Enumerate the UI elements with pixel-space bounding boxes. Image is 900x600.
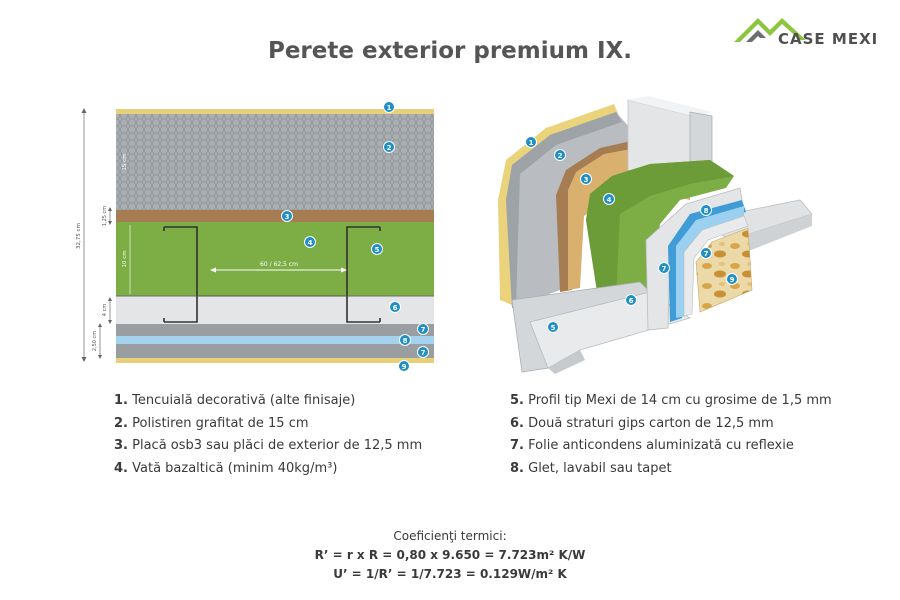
svg-text:6: 6 bbox=[393, 304, 398, 312]
cross-section: 60 / 62,5 cm 15 cm 10 cm 32,75 cm 1,25 c… bbox=[76, 101, 434, 372]
iso-foil bbox=[668, 200, 746, 322]
section-marker-5: 5 bbox=[371, 243, 383, 255]
dim-osb: 1,25 cm bbox=[102, 206, 108, 226]
legend-item-5: 5. Profil tip Mexi de 14 cm cu grosime d… bbox=[510, 393, 832, 408]
iso-marker-1: 1 bbox=[525, 136, 537, 148]
iso-marker-5: 5 bbox=[547, 321, 559, 333]
c-profile-right bbox=[346, 226, 380, 323]
svg-text:2: 2 bbox=[558, 152, 563, 160]
svg-text:8: 8 bbox=[403, 337, 408, 345]
layer-wool bbox=[116, 222, 434, 296]
section-marker-4: 4 bbox=[304, 236, 316, 248]
layer-finish bbox=[116, 358, 434, 363]
layer-polystyrene bbox=[116, 114, 434, 210]
layer-gips-2 bbox=[116, 344, 434, 358]
svg-text:4: 4 bbox=[308, 239, 313, 247]
section-marker-6: 6 bbox=[389, 301, 401, 313]
iso-marker-8: 8 bbox=[700, 204, 712, 216]
coef-heading: Coeficienţi termici: bbox=[393, 529, 507, 543]
diagram-canvas: 60 / 62,5 cm 15 cm 10 cm 32,75 cm 1,25 c… bbox=[76, 96, 813, 374]
legend-item-4: 4. Vată bazaltică (minim 40kg/m³) bbox=[114, 460, 338, 476]
iso-marker-7a: 7 bbox=[658, 262, 670, 274]
iso-marker-7b: 7 bbox=[700, 247, 712, 259]
svg-text:1: 1 bbox=[529, 139, 534, 147]
svg-text:7: 7 bbox=[421, 326, 426, 334]
layer-osb bbox=[116, 210, 434, 222]
dim-gips: 2,50 cm bbox=[92, 331, 98, 351]
legend-left: 1. Tencuială decorativă (alte finisaje) … bbox=[114, 390, 422, 480]
dim-spacing: 60 / 62,5 cm bbox=[260, 261, 298, 268]
svg-text:1: 1 bbox=[387, 104, 392, 112]
dim-profile: 4 cm bbox=[102, 304, 108, 317]
dim-wool: 10 cm bbox=[122, 250, 128, 267]
dim-total: 32,75 cm bbox=[76, 223, 82, 249]
legend-item-8: 8. Glet, lavabil sau tapet bbox=[510, 460, 672, 476]
page-title: Perete exterior premium IX. bbox=[267, 38, 633, 64]
svg-text:4: 4 bbox=[607, 196, 612, 204]
svg-text:9: 9 bbox=[402, 363, 407, 371]
layer-plaster bbox=[116, 109, 434, 114]
legend-item-1: 1. Tencuială decorativă (alte finisaje) bbox=[114, 393, 356, 408]
iso-marker-4: 4 bbox=[603, 193, 615, 205]
thermal-coefficients: Coeficienţi termici: R’ = r x R = 0,80 x… bbox=[0, 527, 900, 584]
svg-text:9: 9 bbox=[730, 276, 735, 284]
svg-text:7: 7 bbox=[421, 349, 426, 357]
c-profile-left bbox=[164, 226, 198, 323]
section-marker-7a: 7 bbox=[417, 323, 429, 335]
legend-item-2: 2. Polistiren grafitat de 15 cm bbox=[114, 415, 309, 431]
svg-text:2: 2 bbox=[387, 144, 392, 152]
section-marker-7b: 7 bbox=[417, 346, 429, 358]
section-marker-8: 8 bbox=[399, 334, 411, 346]
coef-formula-r: R’ = r x R = 0,80 x 9.650 = 7.723m² K/W bbox=[314, 548, 586, 562]
section-marker-1: 1 bbox=[383, 101, 395, 113]
svg-text:3: 3 bbox=[584, 176, 589, 184]
layer-profile-gap bbox=[116, 296, 434, 324]
section-marker-9: 9 bbox=[398, 360, 410, 372]
layer-gips-1 bbox=[116, 324, 434, 336]
svg-text:8: 8 bbox=[704, 207, 709, 215]
iso-marker-3: 3 bbox=[580, 173, 592, 185]
dim-polystyrene: 15 cm bbox=[122, 153, 128, 170]
svg-text:7: 7 bbox=[704, 250, 709, 258]
svg-text:7: 7 bbox=[662, 265, 667, 273]
svg-text:5: 5 bbox=[551, 324, 556, 332]
section-marker-2: 2 bbox=[383, 141, 395, 153]
isometric-view: 1 2 3 4 5 6 7 8 7 9 bbox=[498, 96, 813, 374]
iso-marker-9: 9 bbox=[726, 273, 738, 285]
svg-text:3: 3 bbox=[285, 213, 290, 221]
svg-text:5: 5 bbox=[375, 246, 380, 254]
legend-item-6: 6. Două straturi gips carton de 12,5 mm bbox=[510, 415, 774, 431]
layer-foil bbox=[116, 336, 434, 344]
section-marker-3: 3 bbox=[281, 210, 293, 222]
iso-marker-6: 6 bbox=[625, 294, 637, 306]
logo-roof-icon bbox=[734, 18, 806, 42]
svg-text:6: 6 bbox=[629, 297, 634, 305]
legend-item-3: 3. Placă osb3 sau plăci de exterior de 1… bbox=[114, 438, 423, 453]
iso-polystyrene bbox=[506, 112, 630, 308]
coef-formula-u: U’ = 1/R’ = 1/7.723 = 0.129W/m² K bbox=[333, 567, 567, 581]
legend-item-7: 7. Folie anticondens aluminizată cu refl… bbox=[510, 438, 794, 453]
logo-text: CASE MEXI bbox=[778, 30, 879, 48]
legend-right: 5. Profil tip Mexi de 14 cm cu grosime d… bbox=[510, 390, 832, 480]
iso-marker-2: 2 bbox=[554, 149, 566, 161]
